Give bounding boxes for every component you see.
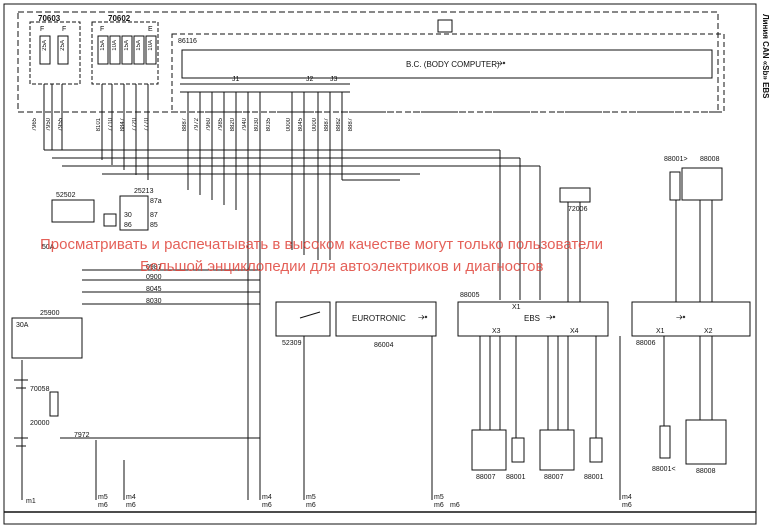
- fuse-box-1-id: 70603: [38, 14, 61, 23]
- fuse-pin: F: [100, 26, 105, 33]
- wire-label: 0987: [146, 264, 162, 271]
- ground-label: m6: [622, 502, 632, 509]
- wire-label: 8045: [146, 286, 162, 293]
- wire-label: 7940: [242, 118, 248, 132]
- wire-label: 8887: [324, 118, 330, 132]
- wire-label: 7972: [194, 118, 200, 132]
- wire-label: 8101: [96, 118, 102, 132]
- wire-label: 8887: [348, 118, 354, 132]
- ground-label: m5: [306, 494, 316, 501]
- body-computer-id: 86116: [178, 38, 197, 45]
- pin-label: 87a: [150, 198, 162, 205]
- ground-label: m6: [126, 502, 136, 509]
- wire-label: 0000: [286, 118, 292, 132]
- sensor-id: 88001<: [652, 466, 676, 473]
- watermark-line-2: Большой энциклопедии для автоэлектриков …: [140, 258, 544, 275]
- wire-label: 8030: [254, 118, 260, 132]
- fuse-pin: F: [62, 26, 67, 33]
- pin-label: 30A: [16, 322, 29, 329]
- ground-label: m5: [434, 494, 444, 501]
- pin-label: 50A: [42, 244, 55, 251]
- sensor-id: 88007: [544, 474, 564, 481]
- wire-label: 8847: [120, 118, 126, 132]
- connector-j3: J3: [330, 76, 338, 83]
- wire-label: 8882: [336, 118, 342, 132]
- wire-label: 8887: [182, 118, 188, 132]
- can-arrow-icon: ⤞: [496, 55, 506, 69]
- side-title: Линия CAN «Sb» EBS: [761, 14, 770, 99]
- switch-id: 52309: [282, 340, 302, 347]
- fuse-label: 25A: [42, 40, 48, 51]
- wire-label: 7960: [206, 118, 212, 132]
- relay-id: 25213: [134, 188, 154, 195]
- ground-label: m6: [306, 502, 316, 509]
- sensor-id: 72006: [568, 206, 588, 213]
- ground-label: m6: [450, 502, 460, 509]
- module-id: 25900: [40, 310, 60, 317]
- ground-label: m1: [26, 498, 36, 505]
- wire-label: 7770: [144, 118, 150, 132]
- ground-label: m4: [126, 494, 136, 501]
- sensor-id: 88008: [700, 156, 720, 163]
- wire-label: 7720: [132, 118, 138, 132]
- fuse-pin: F: [40, 26, 45, 33]
- sensor-id: 88007: [476, 474, 496, 481]
- battery-id: 20000: [30, 420, 50, 427]
- relay-id: 52502: [56, 192, 76, 199]
- connector-j2: J2: [306, 76, 314, 83]
- wire-label: 7965: [32, 118, 38, 132]
- wire-label: 0000: [312, 118, 318, 132]
- ground-label: m4: [262, 494, 272, 501]
- pin-label: 87: [150, 212, 158, 219]
- wire-label: 8820: [230, 118, 236, 132]
- wire-label: 7972: [74, 432, 90, 439]
- fuse-label: 10A: [112, 40, 118, 51]
- sensor-id: 88001>: [664, 156, 688, 163]
- wire-label: 7710: [108, 118, 114, 132]
- pin-label: 86: [124, 222, 132, 229]
- connector-label: X3: [492, 328, 501, 335]
- sensor-id: 88001: [584, 474, 604, 481]
- sensor-id: 88001: [506, 474, 526, 481]
- fuse-label: 15A: [124, 40, 130, 51]
- ground-label: m6: [434, 502, 444, 509]
- connector-label: X1: [656, 328, 665, 335]
- connector-label: X1: [512, 304, 521, 311]
- can-arrow-icon: ⤞: [546, 309, 556, 323]
- fuse-label: 10A: [148, 40, 154, 51]
- fuse-label: 25A: [60, 40, 66, 51]
- wire-label: 7955: [58, 118, 64, 132]
- wire-label: 8035: [266, 118, 272, 132]
- ecu-id: 86004: [374, 342, 394, 349]
- ecu-label: EUROTRONIC: [352, 314, 406, 323]
- connector-label: X2: [704, 328, 713, 335]
- sensor-id: 88008: [696, 468, 716, 475]
- ground-label: m6: [262, 502, 272, 509]
- can-arrow-icon: ⤞: [676, 309, 686, 323]
- wire-label: 7985: [218, 118, 224, 132]
- watermark-line-1: Просматривать и распечатывать в высоком …: [40, 236, 604, 253]
- rear-module-id: 88006: [636, 340, 656, 347]
- can-arrow-icon: ⤞: [418, 309, 428, 323]
- wire-label: 7950: [46, 118, 52, 132]
- pin-label: 30: [124, 212, 132, 219]
- fuse-label: 15A: [136, 40, 142, 51]
- ebs-module-id: 88005: [460, 292, 480, 299]
- pin-label: 85: [150, 222, 158, 229]
- ground-label: m6: [98, 502, 108, 509]
- fuse-label: 15A: [100, 40, 106, 51]
- wire-label: 8030: [146, 298, 162, 305]
- body-computer-label: B.C. (BODY COMPUTER): [406, 60, 500, 69]
- ground-label: m4: [622, 494, 632, 501]
- fuse-box-2-id: 70602: [108, 14, 131, 23]
- wire-label: 8045: [298, 118, 304, 132]
- connector-label: X4: [570, 328, 579, 335]
- ebs-label: EBS: [524, 314, 541, 323]
- wire-label: 0900: [146, 274, 162, 281]
- fuse-pin: E: [148, 26, 153, 33]
- battery-id: 70058: [30, 386, 50, 393]
- ground-label: m5: [98, 494, 108, 501]
- connector-j1: J1: [232, 76, 240, 83]
